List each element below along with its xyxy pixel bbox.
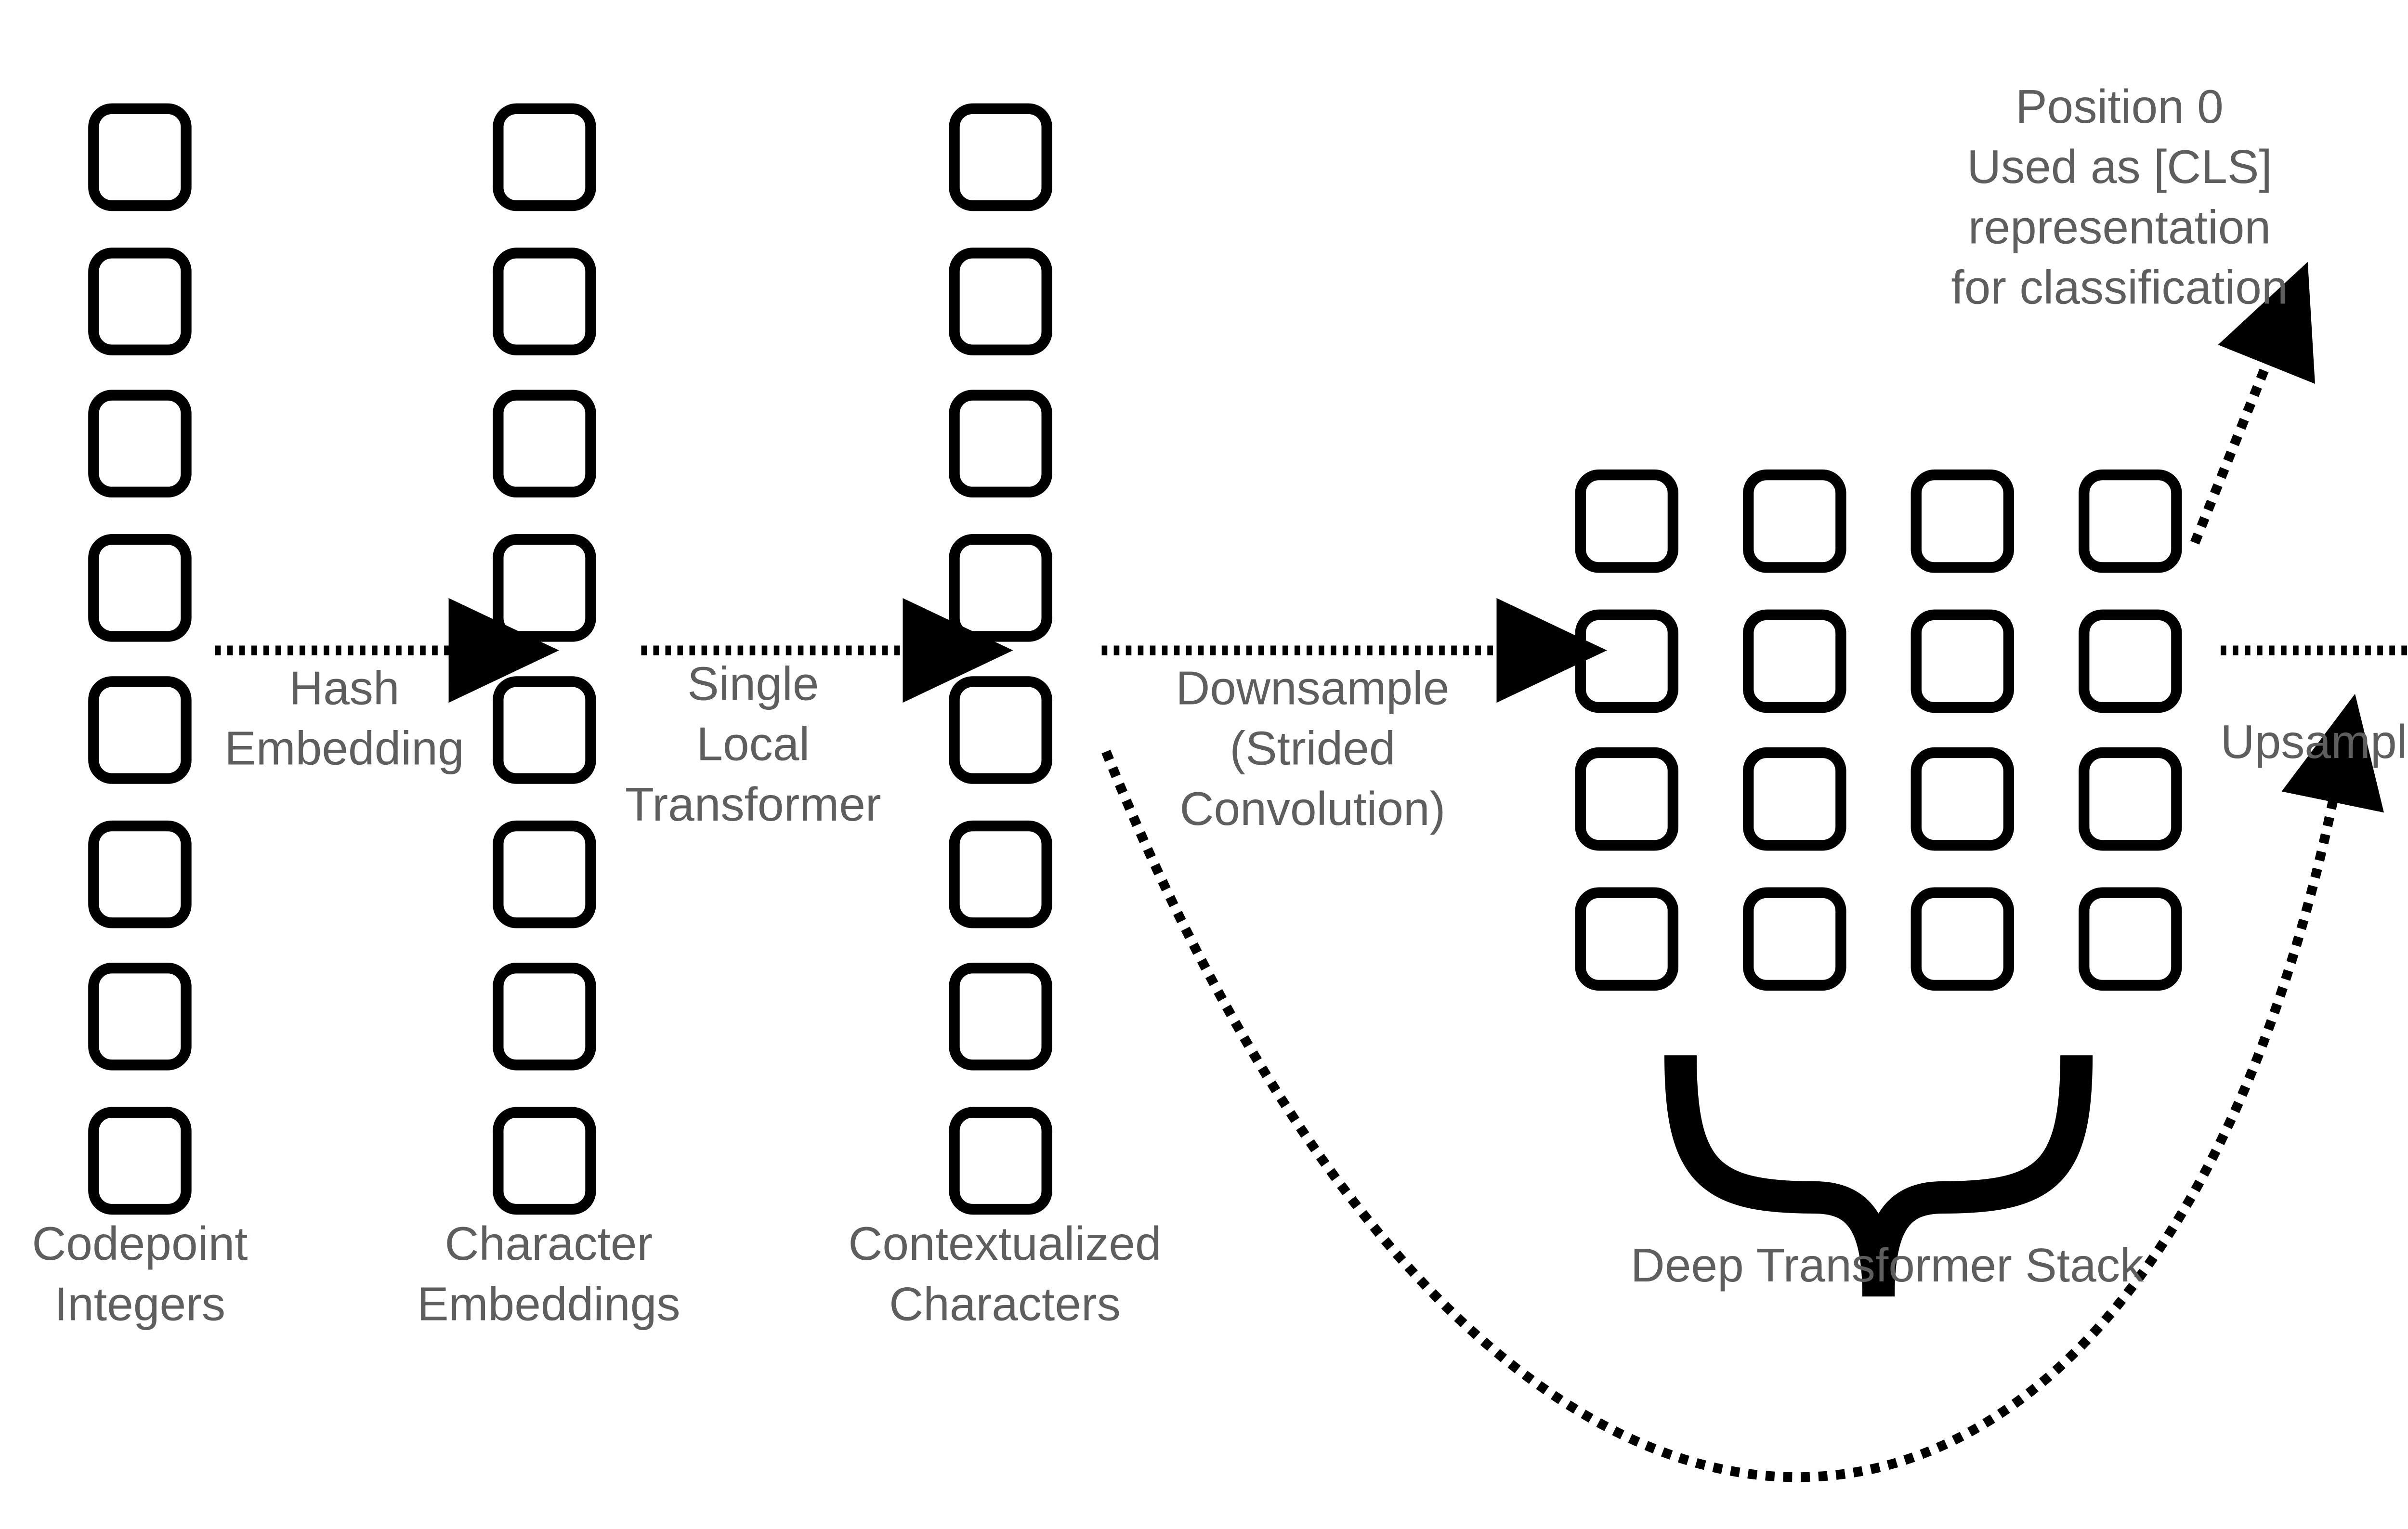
token-cell	[949, 390, 1052, 498]
downsampled-token-cell	[1575, 886, 1679, 990]
token-cell	[493, 962, 596, 1071]
token-cell	[88, 962, 192, 1071]
downsampled-token-cell	[1575, 469, 1679, 573]
single-local-transformer-label: Single Local Transformer	[625, 654, 881, 836]
downsampled-token-cell	[1743, 747, 1846, 851]
token-cell	[493, 390, 596, 498]
downsampled-token-cell	[2079, 747, 2182, 851]
downsampled-token-cell	[2079, 608, 2182, 712]
contextualized-characters-label: Contextualized Characters	[848, 1215, 1161, 1335]
codepoint-integers-label: Codepoint Integers	[32, 1215, 248, 1335]
label-line: Position 0	[2015, 79, 2224, 134]
downsample-label: Downsample (Strided Convolution)	[1176, 659, 1449, 840]
label-line: for classification	[1951, 261, 2288, 314]
label-line: Embeddings	[417, 1277, 681, 1331]
downsampled-token-cell	[1911, 886, 2015, 990]
downsampled-token-cell	[1743, 886, 1846, 990]
downsampled-token-cell	[1911, 608, 2015, 712]
token-cell	[88, 103, 192, 211]
character-embeddings-label: Character Embeddings	[417, 1215, 680, 1335]
label-line: Single	[687, 656, 819, 711]
cls-position0-arrow	[2190, 261, 2315, 545]
token-cell	[88, 676, 192, 784]
label-line: Deep Transformer Stack	[1630, 1238, 2144, 1293]
token-cell	[493, 1106, 596, 1214]
label-line: (Strided	[1230, 721, 1396, 775]
label-line: Downsample	[1176, 661, 1450, 715]
underbrace-icon-right	[1862, 1055, 2093, 1297]
token-cell	[493, 247, 596, 354]
residual-to-upsampling-curve-arrow	[1101, 693, 2384, 1482]
label-line: Characters	[889, 1277, 1121, 1331]
label-line: Contextualized	[848, 1216, 1162, 1271]
token-cell	[949, 103, 1052, 211]
downsampled-token-cell	[1743, 608, 1846, 712]
label-line: Character	[445, 1216, 653, 1271]
token-cell	[949, 247, 1052, 354]
token-cell	[493, 103, 596, 211]
label-line: Hash	[289, 661, 400, 715]
token-cell	[493, 819, 596, 928]
token-cell	[949, 819, 1052, 928]
downsampled-token-cell	[1575, 747, 1679, 851]
hash-embedding-label: Hash Embedding	[224, 659, 464, 779]
token-cell	[88, 247, 192, 354]
label-line: Upsampling	[2220, 715, 2408, 769]
downsampled-token-cell	[1911, 747, 2015, 851]
label-line: Transformer	[625, 777, 881, 832]
upsampling-label: Upsampling	[2221, 713, 2408, 773]
token-cell	[949, 962, 1052, 1071]
downsampled-token-cell	[1911, 469, 2015, 573]
token-cell	[949, 1106, 1052, 1214]
label-line: Used as [CLS]	[1967, 140, 2272, 194]
token-cell	[88, 390, 192, 498]
label-line: Codepoint	[32, 1216, 248, 1271]
label-line: Integers	[54, 1277, 226, 1331]
downsampled-token-cell	[1743, 469, 1846, 573]
label-line: Local	[696, 717, 810, 771]
downsampled-token-cell	[2079, 886, 2182, 990]
token-cell	[88, 819, 192, 928]
token-cell	[88, 1106, 192, 1214]
downsampled-token-cell	[2079, 469, 2182, 573]
label-line: Convolution)	[1179, 782, 1446, 836]
token-cell	[88, 533, 192, 641]
label-line: Embedding	[224, 721, 464, 775]
deep-transformer-stack-label: Deep Transformer Stack	[1631, 1236, 2144, 1296]
label-line: representation	[1968, 200, 2271, 254]
column-codepoint-integers	[88, 103, 192, 1214]
cls-position0-note: Position 0 Used as [CLS] representation …	[1951, 78, 2288, 319]
